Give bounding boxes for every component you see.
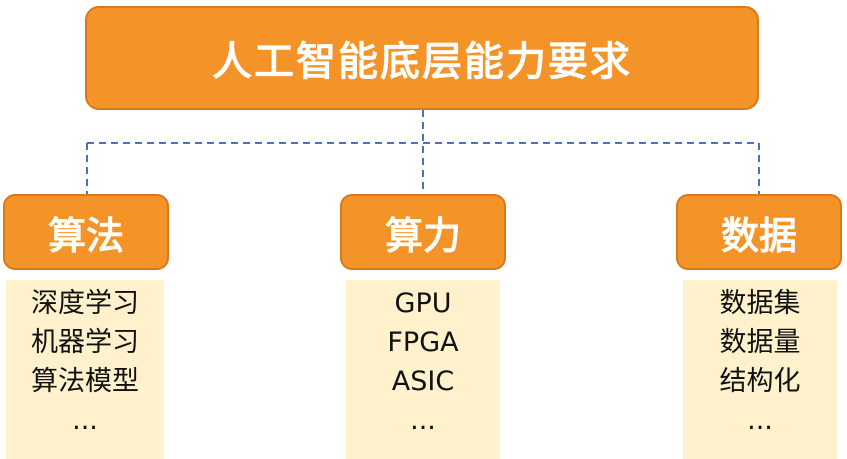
list-item: 算法模型 bbox=[31, 366, 139, 397]
list-item: GPU bbox=[394, 288, 452, 319]
list-item: 结构化 bbox=[719, 366, 801, 397]
list-item: 机器学习 bbox=[31, 327, 139, 358]
list-item: FPGA bbox=[387, 327, 459, 358]
list-item: 数据量 bbox=[719, 327, 801, 358]
branch-computing-power: 算力 bbox=[340, 194, 506, 270]
list-item: ASIC bbox=[391, 366, 455, 397]
algorithm-list: 深度学习 机器学习 算法模型 ... bbox=[6, 280, 164, 459]
computing-power-list: GPU FPGA ASIC ... bbox=[346, 280, 500, 459]
branch-data: 数据 bbox=[676, 194, 842, 270]
list-item: 数据集 bbox=[719, 288, 801, 319]
list-item: ... bbox=[72, 405, 98, 436]
list-item: ... bbox=[410, 405, 436, 436]
list-item: ... bbox=[747, 405, 773, 436]
data-list: 数据集 数据量 结构化 ... bbox=[683, 280, 837, 459]
root-node: 人工智能底层能力要求 bbox=[85, 6, 759, 110]
list-item: 深度学习 bbox=[31, 288, 139, 319]
branch-algorithm: 算法 bbox=[3, 194, 169, 270]
